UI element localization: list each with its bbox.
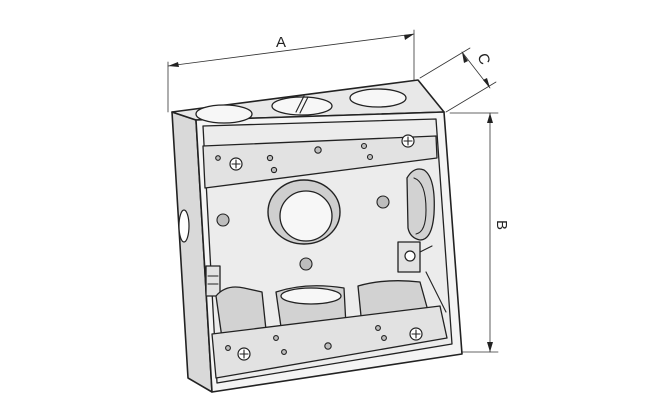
dimension-c-label: C [474, 51, 494, 67]
left-side-knockout [178, 209, 190, 243]
lower-mounting-strip [211, 305, 448, 379]
dimension-a-line [167, 33, 415, 67]
upper-strip-hole-1 [266, 154, 274, 162]
back-wall-hole-right [376, 195, 390, 209]
lower-strip-hole-4 [324, 342, 332, 350]
lower-strip-hole-3 [281, 349, 287, 355]
dimension-c-extension-top [419, 47, 471, 79]
back-wall-hole-lower [299, 257, 313, 271]
lower-strip-hole-1 [225, 345, 231, 351]
top-hub-center-plug [295, 95, 305, 113]
right-side-hub [406, 168, 435, 241]
top-hub-center [271, 96, 333, 116]
inner-corner-edge [425, 271, 447, 313]
top-hub-right [349, 88, 407, 108]
back-wall-hole-left [216, 213, 230, 227]
dimension-c-arrow-bottom [483, 78, 490, 88]
left-ground-terminal [205, 265, 221, 297]
dimension-c-arrow-top [462, 52, 468, 63]
dimension-b-label: B [493, 220, 510, 230]
dimension-a: A [167, 29, 415, 113]
left-side-knockout-hub [178, 209, 190, 243]
dimension-a-label: A [276, 34, 286, 51]
dimension-c: C [419, 47, 497, 113]
dimension-b-arrow-bottom [487, 342, 493, 352]
upper-strip-hole-3 [215, 155, 221, 161]
lower-strip-hole-5 [375, 325, 381, 331]
back-hub-inner [279, 190, 333, 242]
right-ground-screw-icon [404, 250, 416, 262]
back-hub [216, 179, 390, 271]
dimension-a-arrow-right [404, 34, 414, 40]
top-hubs [195, 88, 407, 124]
lower-strip-hole-2 [273, 335, 279, 341]
top-hub-center-plug-edge [299, 96, 309, 114]
dimension-b: B [449, 112, 510, 353]
dimension-c-extension-bottom [445, 81, 497, 113]
bottom-pocket-center-opening [280, 287, 342, 305]
upper-strip-hole-5 [360, 142, 368, 150]
right-side-hub-shape [406, 168, 435, 241]
right-side-hub-inner-edge [413, 177, 427, 235]
upper-mounting-strip [202, 135, 438, 189]
lower-strip [211, 305, 448, 379]
lower-strip-hole-6 [381, 335, 387, 341]
upper-strip-hole-2 [270, 166, 278, 174]
upper-strip [202, 134, 438, 189]
dimension-a-arrow-left [168, 62, 179, 67]
upper-strip-hole-6 [366, 153, 374, 161]
top-hub-left [195, 104, 253, 124]
ground-terminals [205, 241, 433, 297]
upper-strip-hole-4 [314, 146, 322, 154]
dimension-b-arrow-top [487, 113, 493, 123]
right-ground-wire [419, 245, 433, 253]
